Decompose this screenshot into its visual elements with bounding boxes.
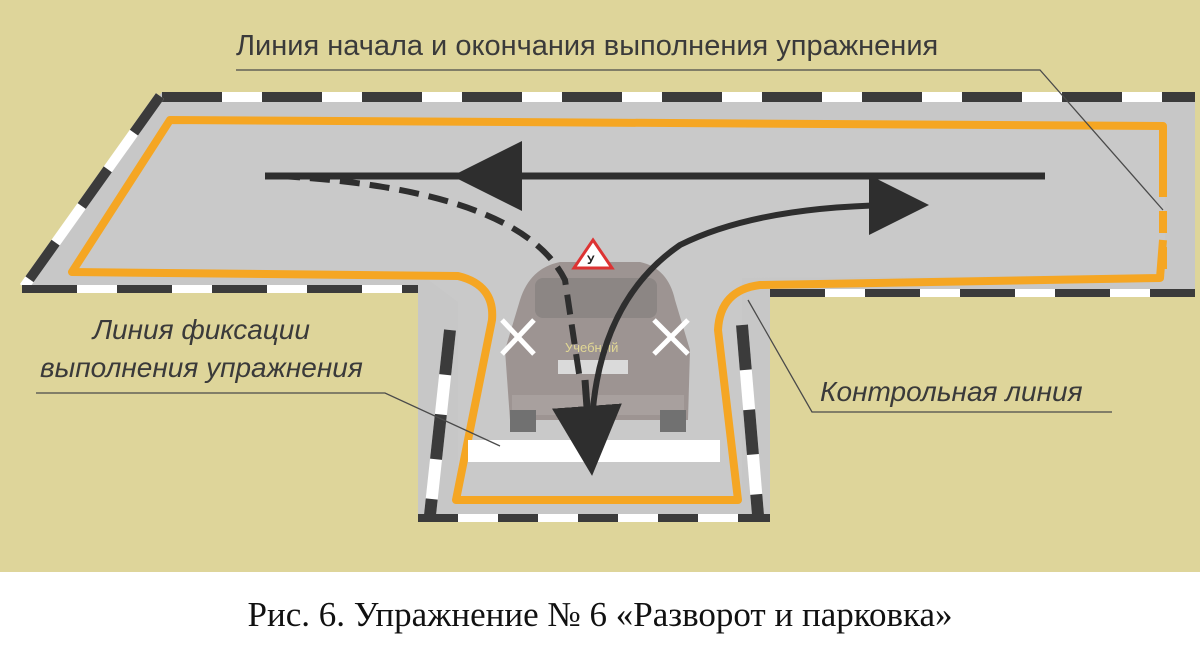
control-point-cross-right: [652, 318, 690, 356]
arrow-exit-curve-right: [589, 175, 929, 421]
curb-pocket-left-dashes: [424, 329, 456, 516]
car-plate: [558, 360, 628, 374]
car-wheel-left: [510, 410, 536, 432]
arrow-curve-left-dashed: [279, 173, 583, 381]
label-fixation-line-1: Линия фиксации: [92, 314, 310, 345]
curbs: [19, 92, 1195, 522]
leader-fixation: [36, 392, 501, 447]
leader-control: [747, 299, 1112, 413]
car-bumper: [512, 395, 684, 415]
control-point-cross-left: [500, 318, 536, 356]
learner-sign-letter: У: [587, 253, 595, 267]
fixation-stop-line: [468, 440, 720, 462]
control-points: [500, 318, 690, 356]
trajectory-arrows: [265, 141, 1045, 476]
orange-boundary-line: [68, 116, 1167, 504]
learner-sign: У: [571, 237, 615, 270]
leader-start-finish: [236, 69, 1164, 211]
curb-left-diagonal-dashes: [19, 93, 165, 290]
label-start-finish-line: Линия начала и окончания выполнения упра…: [236, 30, 939, 62]
arrow-reverse-into-pocket: [552, 379, 622, 476]
label-control-line: Контрольная линия: [820, 376, 1083, 407]
label-fixation-line: Линия фиксации выполнения упражнения: [40, 311, 363, 387]
figure-caption: Рис. 6. Упражнение № 6 «Разворот и парко…: [247, 595, 953, 634]
training-car: Учебный: [505, 262, 690, 432]
learner-sign-triangle: [571, 237, 615, 270]
leader-lines: [36, 69, 1164, 447]
label-fixation-line-2: выполнения упражнения: [40, 352, 363, 383]
car-rear-window: [535, 278, 657, 318]
curb-pocket-right-dashes: [736, 324, 764, 516]
car-wheel-right: [660, 410, 686, 432]
